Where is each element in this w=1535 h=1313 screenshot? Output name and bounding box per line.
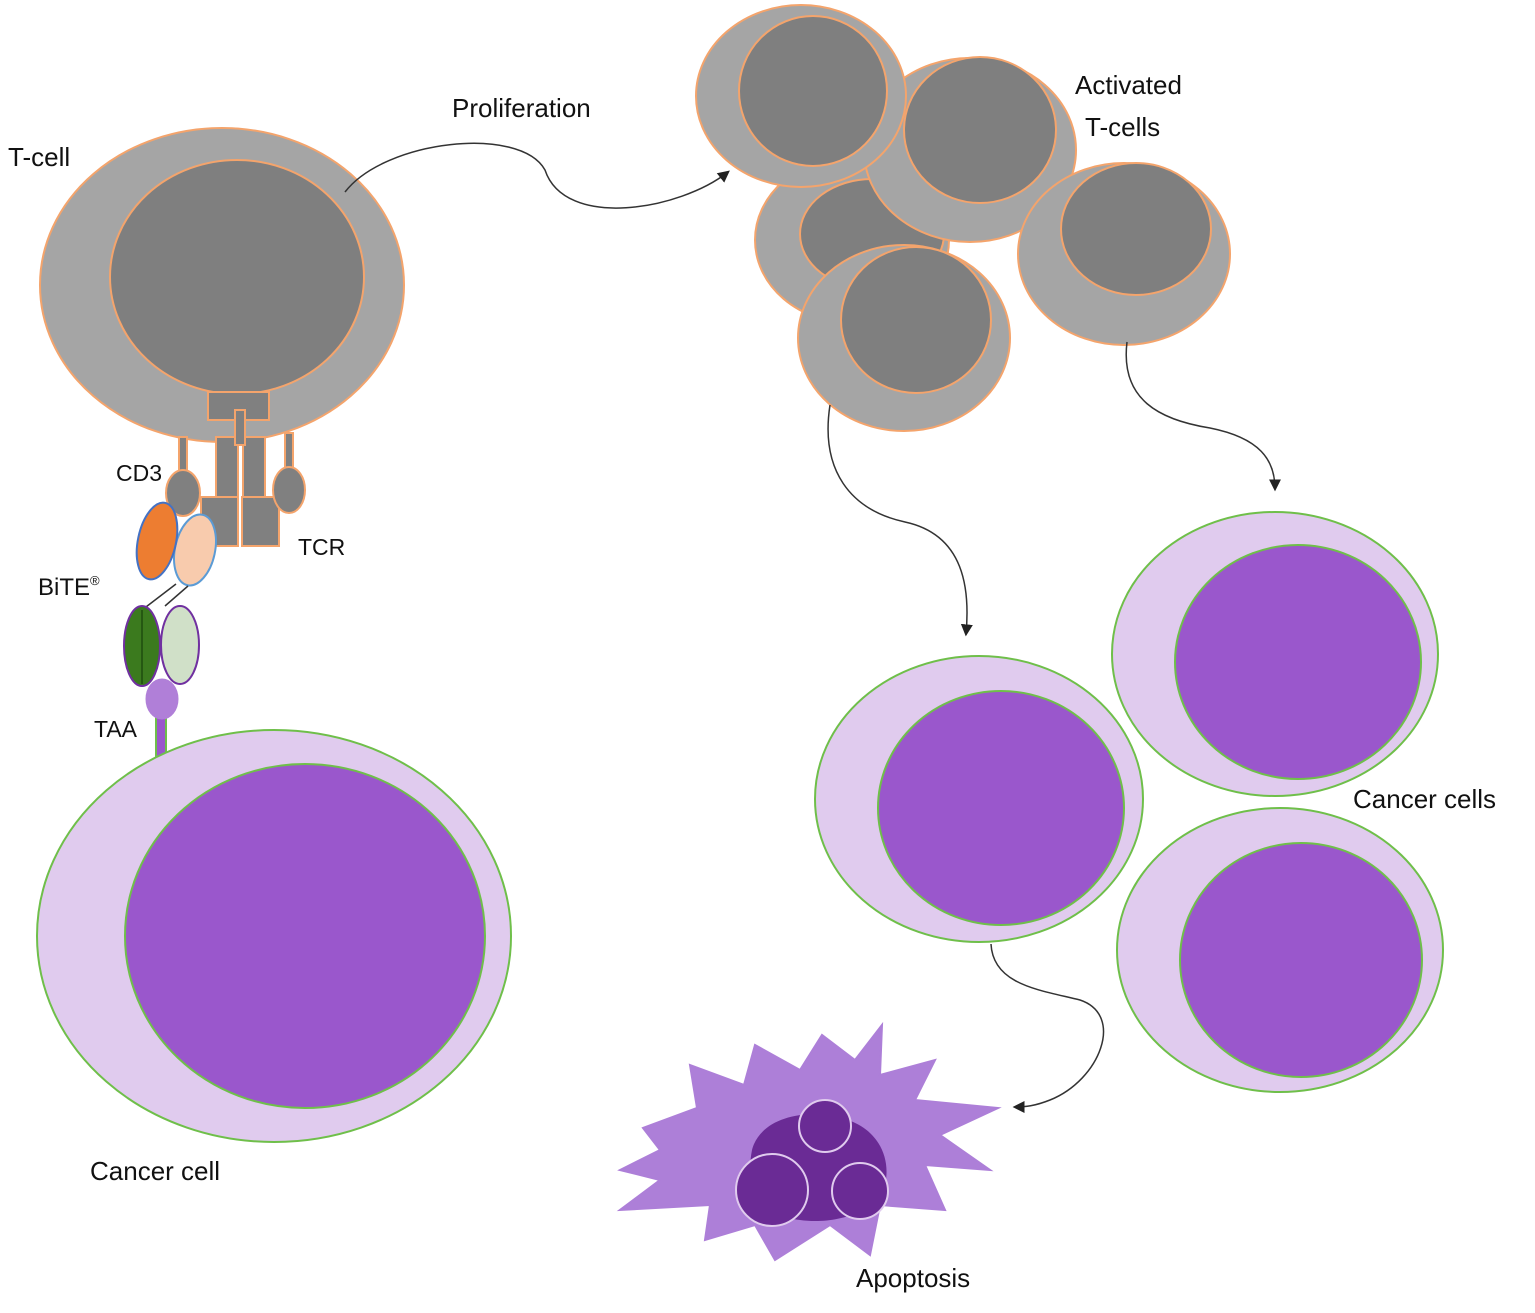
apoptotic-body-top	[798, 1099, 852, 1153]
tcr-chain-left	[215, 436, 239, 500]
activated-t-cell-3	[695, 4, 907, 188]
activated-t-cells-label-line2: T-cells	[1085, 112, 1160, 142]
cancer-cell-left	[36, 729, 512, 1143]
bite-linker-2	[164, 585, 189, 607]
cd3-label: CD3	[116, 460, 162, 486]
activated-t-cell-nucleus	[1060, 162, 1212, 296]
cancer-cell-label: Cancer cell	[90, 1156, 220, 1186]
bite-registered-mark: ®	[90, 573, 100, 588]
apoptosis-label: Apoptosis	[856, 1263, 970, 1293]
t-cell-nucleus	[109, 159, 365, 395]
activated-t-cell-nucleus	[738, 15, 888, 167]
activated-t-cells	[695, 4, 1231, 432]
bite-linker-1	[141, 583, 177, 611]
cancer-cell-middle	[814, 655, 1144, 943]
activated-t-cell-nucleus	[840, 246, 992, 394]
cancer-cell-nucleus	[1174, 544, 1422, 780]
cancer-cell-bottom-right	[1116, 807, 1444, 1093]
bite-label-text: BiTE	[38, 574, 90, 601]
tcr-cd3-complex	[165, 391, 306, 547]
cd3-head-left	[165, 469, 201, 517]
t-cell	[39, 127, 405, 443]
taa-antigen	[145, 678, 179, 758]
bite-anti-cd3-orange	[135, 501, 179, 581]
arrow-to-cancer-right	[1125, 341, 1281, 492]
activated-t-cell-nucleus	[903, 56, 1057, 204]
activated-t-cell-4	[1017, 162, 1231, 346]
cancer-cell-nucleus	[1179, 842, 1423, 1078]
activated-t-cell-2	[863, 56, 1077, 243]
taa-head	[145, 678, 179, 720]
cancer-cells-right	[814, 511, 1444, 1093]
arrow-to-cancer-middle	[827, 404, 973, 637]
bite-molecule	[123, 501, 217, 687]
arrows	[344, 142, 1281, 1113]
tcr-chain-right	[242, 436, 266, 500]
cancer-cell-nucleus	[124, 763, 486, 1109]
tcr-domain-right	[241, 496, 280, 547]
cd3-head-right	[272, 466, 306, 514]
apoptotic-body-left	[735, 1153, 809, 1227]
activated-t-cell-5	[797, 244, 1011, 432]
cancer-cells-label: Cancer cells	[1353, 784, 1496, 814]
cancer-cell-nucleus	[877, 690, 1125, 926]
tcr-label: TCR	[298, 534, 345, 560]
proliferation-arrow	[344, 142, 730, 209]
taa-label: TAA	[94, 716, 138, 742]
apoptotic-cell	[616, 1021, 1002, 1262]
proliferation-label: Proliferation	[452, 93, 591, 123]
arrow-to-apoptosis	[990, 943, 1105, 1113]
t-cell-label: T-cell	[8, 142, 70, 172]
bite-label: BiTE®	[38, 573, 100, 601]
bite-anti-taa-light	[160, 605, 200, 685]
cancer-cell-top-right	[1111, 511, 1439, 797]
apoptotic-body-right	[831, 1162, 889, 1220]
activated-t-cells-label-line1: Activated	[1075, 70, 1182, 100]
tcr-linker	[234, 409, 246, 446]
